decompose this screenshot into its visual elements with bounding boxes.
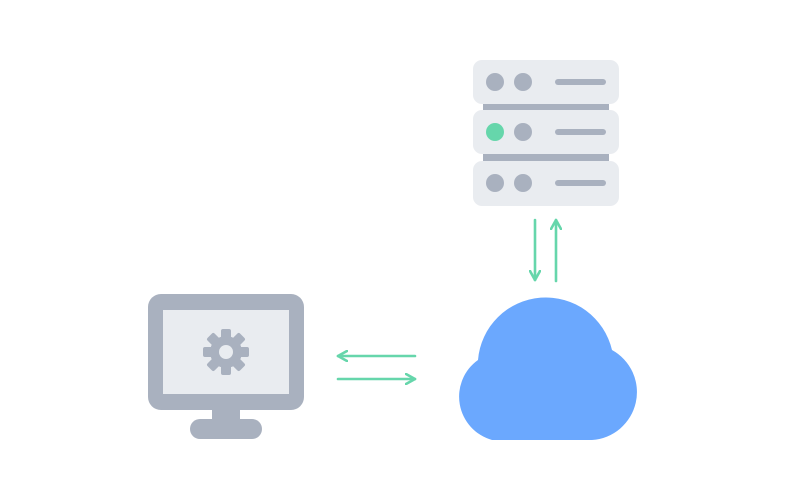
server-rack-icon	[473, 60, 619, 206]
server-unit-3	[473, 161, 619, 206]
server-divider-bottom	[483, 152, 609, 162]
cloud-computer-arrows	[336, 356, 417, 379]
cloud-icon	[459, 297, 637, 440]
server-indicator-1b	[514, 73, 532, 91]
server-indicator-3b	[514, 174, 532, 192]
server-cloud-arrows	[535, 218, 556, 283]
monitor-gear-icon	[148, 294, 304, 439]
server-slot-3	[555, 180, 606, 186]
gear-icon	[203, 329, 249, 375]
server-indicator-2b	[514, 123, 532, 141]
server-slot-2	[555, 129, 606, 135]
server-unit-1	[473, 60, 619, 104]
server-divider-top	[483, 102, 609, 112]
monitor-stand	[190, 419, 262, 439]
server-slot-1	[555, 79, 606, 85]
monitor-neck	[212, 408, 240, 422]
server-indicator-1a	[486, 73, 504, 91]
server-indicator-3a	[486, 174, 504, 192]
server-unit-2	[473, 110, 619, 154]
server-status-led-active	[486, 123, 504, 141]
